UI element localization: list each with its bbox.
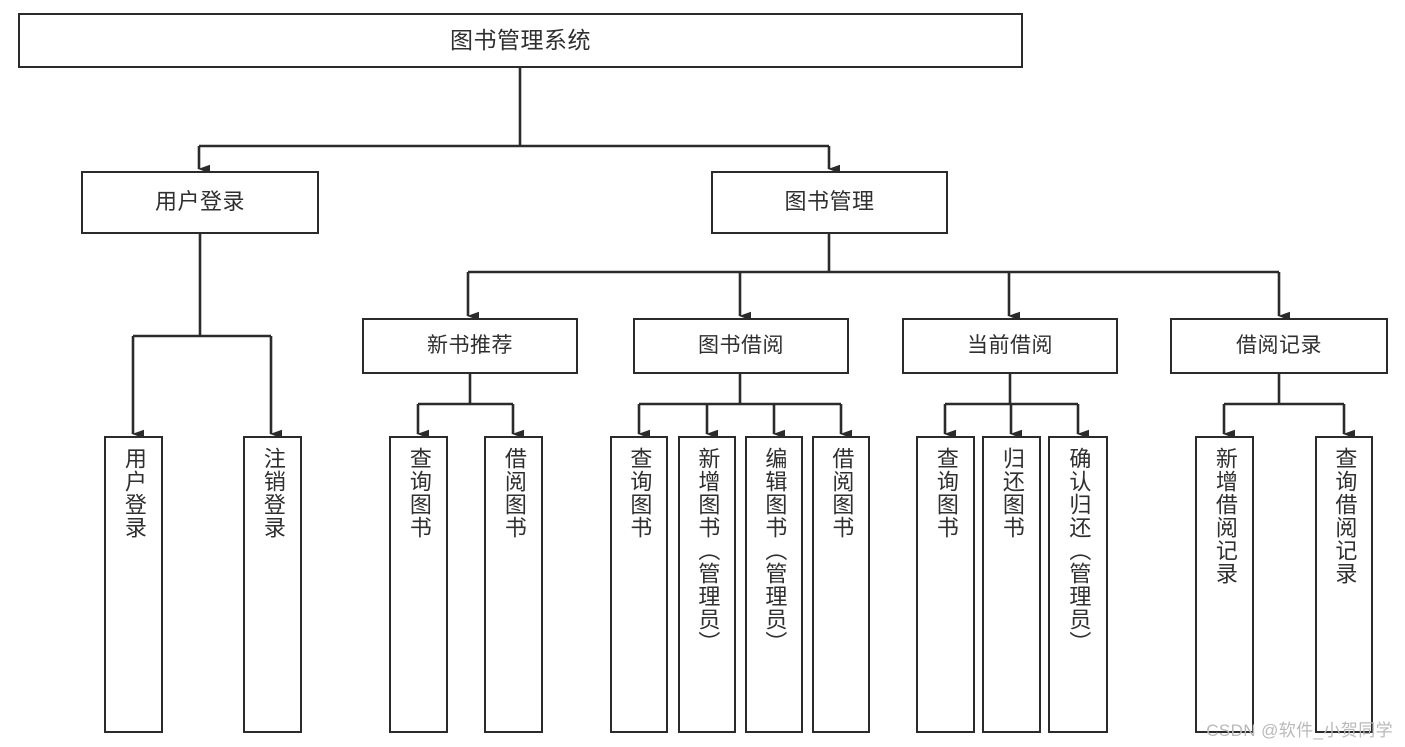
node-leaf-borrow-book-1-label: 借阅图书 (501, 447, 527, 539)
node-leaf-query-record[interactable]: 查询借阅记录 (1315, 436, 1373, 733)
node-book-manage[interactable]: 图书管理 (711, 171, 948, 234)
node-leaf-add-book[interactable]: 新增图书（管理员） (678, 436, 736, 733)
node-leaf-user-login[interactable]: 用户登录 (104, 436, 163, 733)
node-leaf-edit-book[interactable]: 编辑图书（管理员） (745, 436, 803, 733)
node-leaf-borrow-book-1[interactable]: 借阅图书 (484, 436, 543, 733)
node-borrow-record[interactable]: 借阅记录 (1170, 318, 1388, 374)
node-leaf-user-logout-label: 注销登录 (260, 447, 286, 539)
node-new-book-recommend-label: 新书推荐 (427, 334, 513, 358)
node-leaf-query-book-2[interactable]: 查询图书 (610, 436, 668, 733)
node-leaf-borrow-book-2[interactable]: 借阅图书 (812, 436, 870, 733)
node-book-manage-label: 图书管理 (784, 189, 875, 215)
node-current-borrow-label: 当前借阅 (967, 334, 1053, 358)
node-leaf-borrow-book-2-label: 借阅图书 (829, 447, 855, 539)
node-leaf-query-book-3-label: 查询图书 (933, 447, 959, 539)
node-leaf-edit-book-label: 编辑图书（管理员） (762, 447, 788, 654)
node-leaf-query-book-1-label: 查询图书 (406, 447, 432, 539)
node-borrow-record-label: 借阅记录 (1236, 334, 1322, 358)
node-new-book-recommend[interactable]: 新书推荐 (362, 318, 578, 374)
node-root-label: 图书管理系统 (450, 26, 591, 53)
node-leaf-confirm-return-label: 确认归还（管理员） (1066, 447, 1092, 654)
node-leaf-query-book-1[interactable]: 查询图书 (389, 436, 448, 733)
node-leaf-add-record-label: 新增借阅记录 (1212, 447, 1238, 585)
node-leaf-return-book[interactable]: 归还图书 (982, 436, 1041, 733)
node-leaf-return-book-label: 归还图书 (999, 447, 1025, 539)
node-leaf-user-login-label: 用户登录 (121, 447, 147, 539)
node-current-borrow[interactable]: 当前借阅 (902, 318, 1118, 374)
node-leaf-add-record[interactable]: 新增借阅记录 (1195, 436, 1254, 733)
node-book-borrow-label: 图书借阅 (698, 334, 784, 358)
node-book-borrow[interactable]: 图书借阅 (633, 318, 849, 374)
node-leaf-add-book-label: 新增图书（管理员） (695, 447, 721, 654)
node-root[interactable]: 图书管理系统 (18, 13, 1023, 68)
node-leaf-query-book-3[interactable]: 查询图书 (916, 436, 975, 733)
node-leaf-user-logout[interactable]: 注销登录 (243, 436, 302, 733)
node-leaf-confirm-return[interactable]: 确认归还（管理员） (1048, 436, 1108, 733)
node-user-login[interactable]: 用户登录 (81, 171, 319, 234)
node-leaf-query-book-2-label: 查询图书 (627, 447, 653, 539)
node-leaf-query-record-label: 查询借阅记录 (1332, 447, 1358, 585)
watermark-label: CSDN @软件_小贺同学 (1206, 721, 1393, 740)
node-user-login-label: 用户登录 (154, 189, 245, 215)
